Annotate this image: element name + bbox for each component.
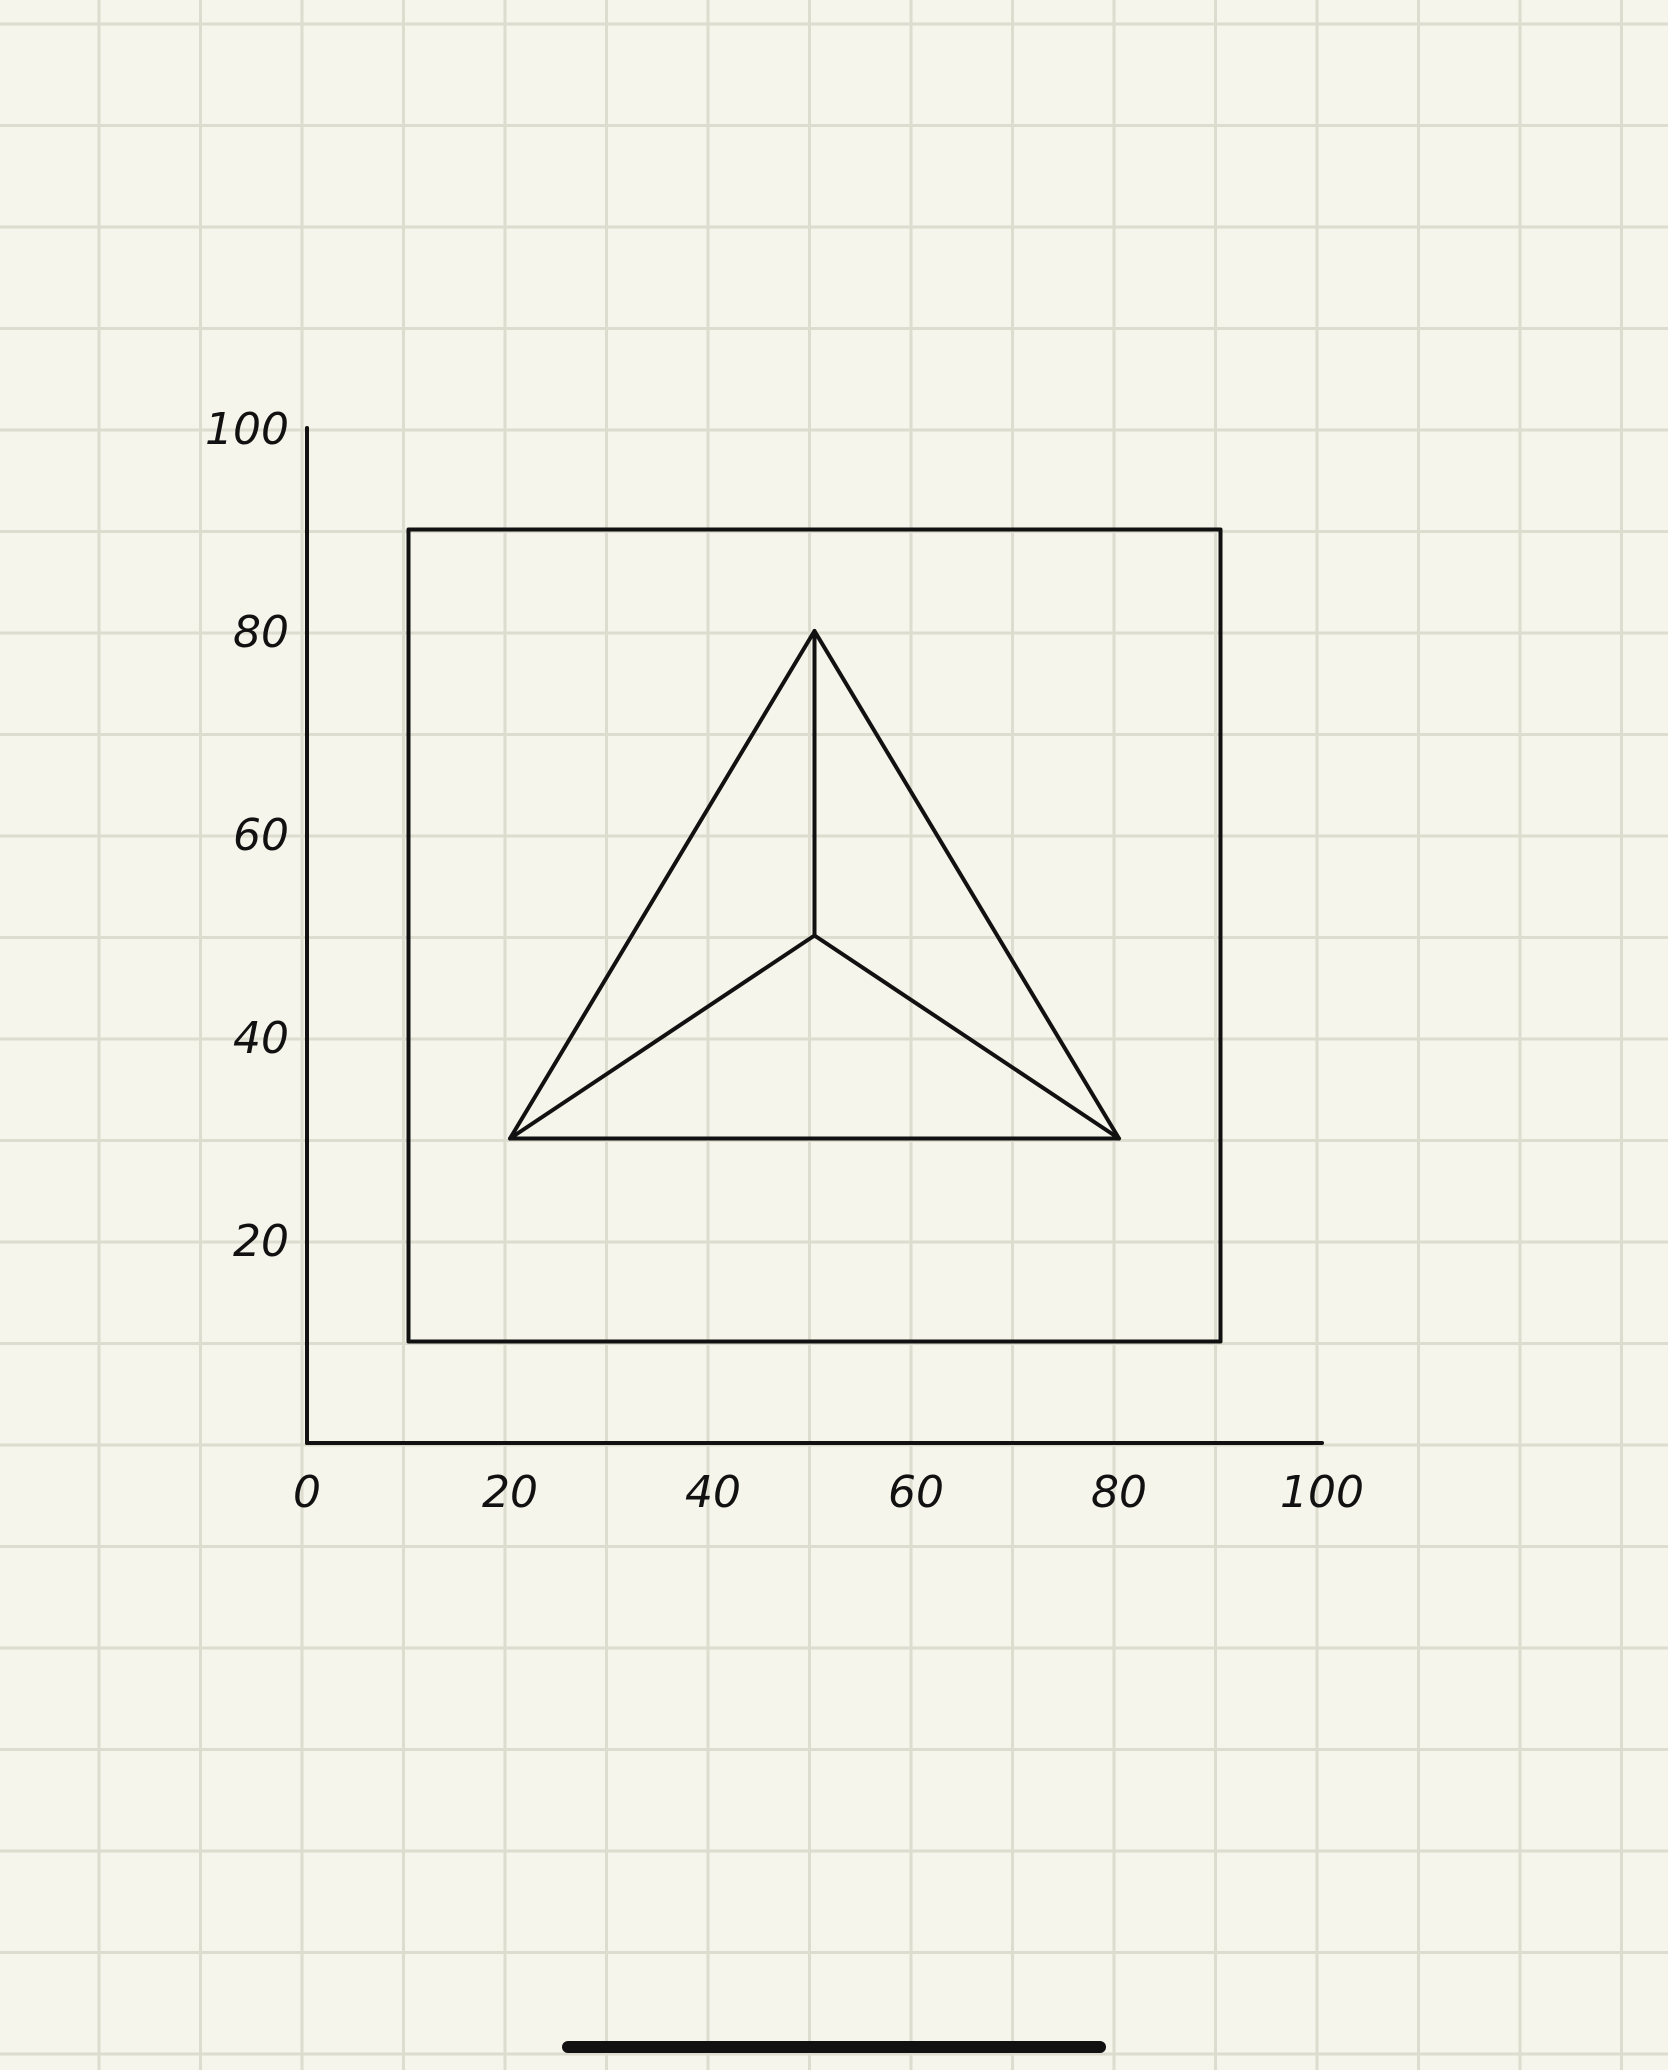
home-indicator[interactable]	[562, 2041, 1106, 2053]
y-tick-label: 80	[233, 607, 289, 658]
y-tick-label: 40	[233, 1013, 289, 1064]
y-tick-label: 100	[205, 404, 289, 455]
tick-labels: 0 20 40 60 80 100 20 40 60 80 100	[205, 404, 1364, 1518]
center-to-vertex-line	[812, 933, 1121, 1141]
x-tick-label: 40	[685, 1467, 741, 1518]
x-tick-label: 100	[1280, 1467, 1364, 1518]
center-to-vertex-line	[508, 933, 817, 1141]
x-tick-label: 60	[888, 1467, 944, 1518]
x-tick-label: 80	[1091, 1467, 1147, 1518]
axes	[305, 426, 1324, 1445]
outer-square	[406, 527, 1223, 1344]
y-tick-label: 20	[233, 1216, 289, 1267]
y-tick-label: 60	[233, 810, 289, 861]
x-tick-label: 0	[293, 1467, 321, 1518]
triangle	[508, 629, 1121, 1141]
x-tick-label: 20	[482, 1467, 538, 1518]
shapes	[406, 527, 1223, 1344]
